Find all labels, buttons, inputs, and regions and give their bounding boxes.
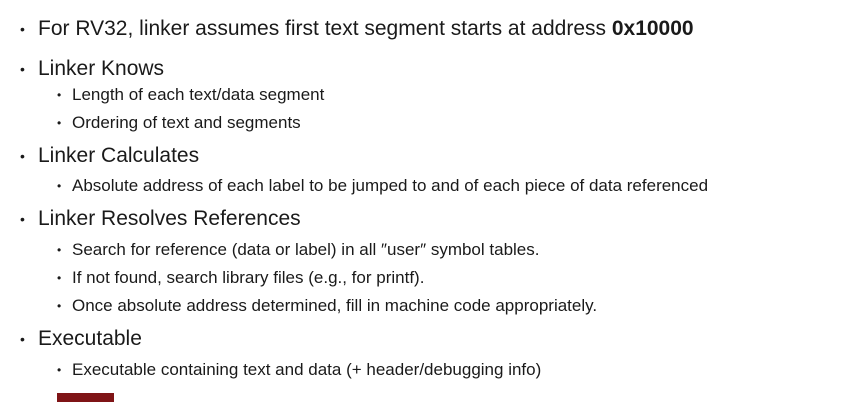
bullet-text: For RV32, linker assumes first text segm…: [38, 17, 612, 40]
bullet-icon: •: [20, 61, 25, 77]
sub-bullet-item: • Once absolute address determined, fill…: [0, 294, 844, 318]
bullet-icon: •: [20, 148, 25, 164]
sub-bullet-item: • Executable containing text and data (+…: [0, 358, 844, 382]
bullet-icon: •: [20, 21, 25, 37]
sub-bullet-item: • Ordering of text and segments: [0, 111, 844, 135]
bullet-text-bold: 0x10000: [611, 17, 694, 40]
bullet-text: Search for reference (data or label) in …: [72, 240, 540, 259]
bullet-item: • For RV32, linker assumes first text se…: [0, 15, 844, 43]
bullet-text: Ordering of text and segments: [72, 113, 301, 132]
bullet-text: Absolute address of each label to be jum…: [72, 176, 709, 195]
bullet-text: Executable: [38, 327, 142, 350]
sub-bullet-item: • Length of each text/data segment: [0, 83, 844, 107]
bullet-text: Linker Resolves References: [38, 207, 301, 230]
bullet-icon: •: [57, 88, 62, 102]
bullet-text: Once absolute address determined, fill i…: [72, 296, 598, 315]
sub-bullet-item: • Absolute address of each label to be j…: [0, 174, 844, 198]
sub-bullet-item: • If not found, search library files (e.…: [0, 266, 844, 290]
bullet-icon: •: [57, 179, 62, 193]
bullet-text: Linker Knows: [38, 57, 165, 80]
bullet-text: If not found, search library files (e.g.…: [72, 268, 425, 287]
bullet-icon: •: [20, 211, 25, 227]
bullet-text: Executable containing text and data (+ h…: [72, 360, 542, 379]
bullet-item: • Linker Resolves References: [0, 205, 844, 233]
bullet-icon: •: [57, 271, 62, 285]
footer-accent-bar: [57, 393, 114, 402]
sub-bullet-item: • Search for reference (data or label) i…: [0, 238, 844, 262]
bullet-icon: •: [57, 363, 62, 377]
bullet-text: Linker Calculates: [38, 144, 200, 167]
bullet-item: • Linker Calculates: [0, 142, 844, 170]
bullet-icon: •: [57, 299, 62, 313]
bullet-icon: •: [20, 331, 25, 347]
bullet-item: • Linker Knows: [0, 55, 844, 83]
bullet-icon: •: [57, 243, 62, 257]
bullet-icon: •: [57, 116, 62, 130]
bullet-item: • Executable: [0, 325, 844, 353]
bullet-text: Length of each text/data segment: [72, 85, 325, 104]
